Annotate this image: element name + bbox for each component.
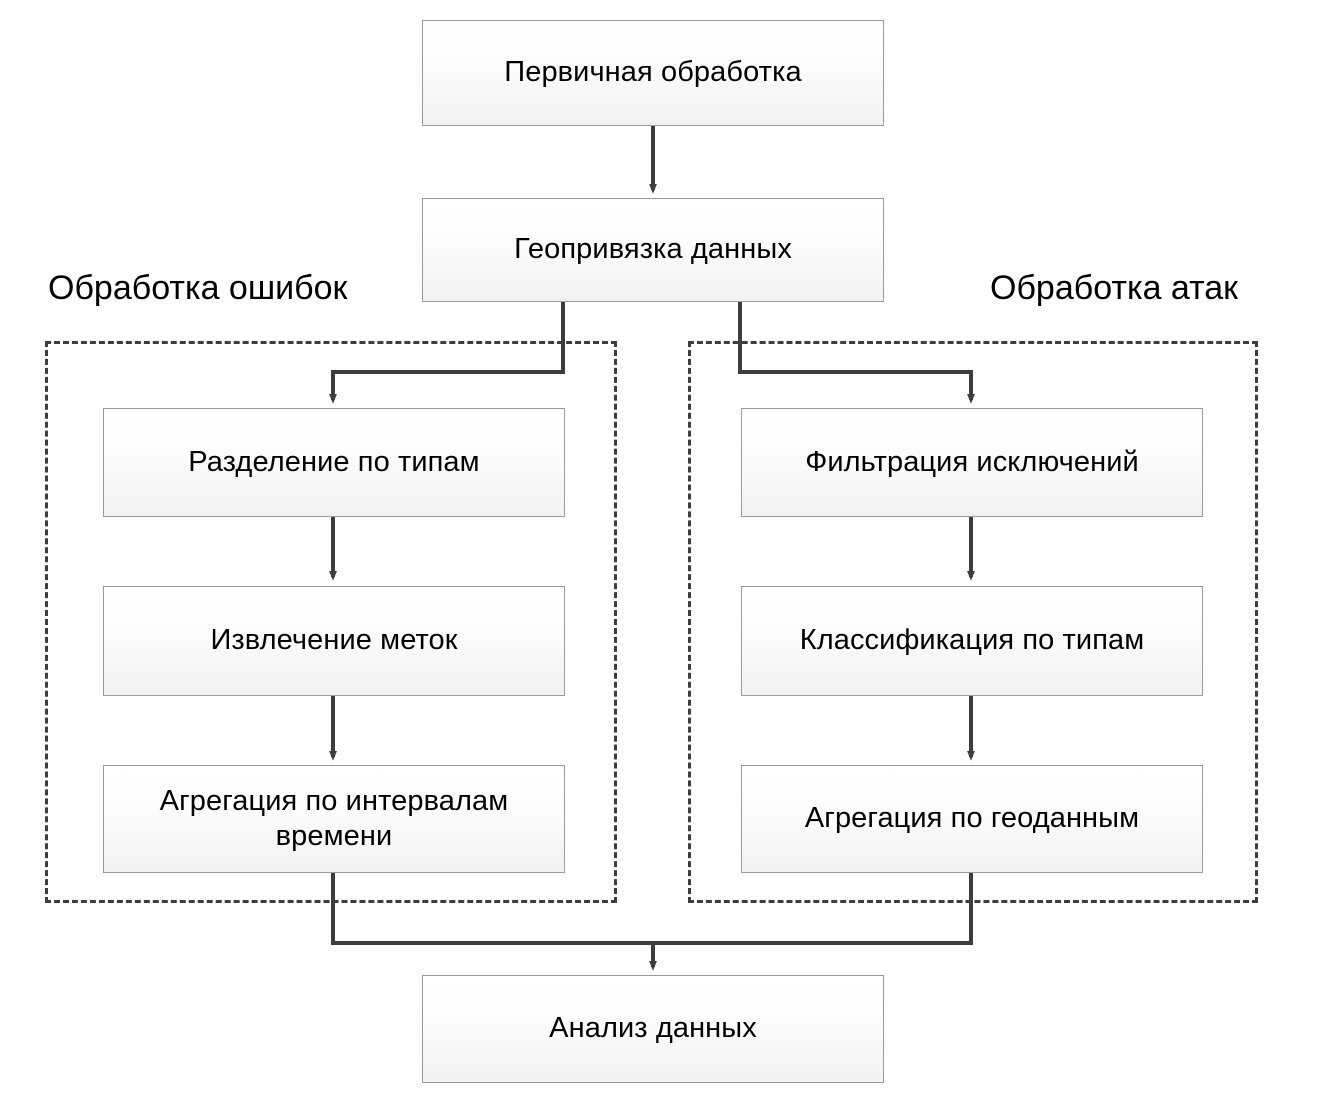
node-label-split-by-types: Разделение по типам xyxy=(188,445,480,478)
node-label-primary-processing: Первичная обработка xyxy=(504,56,802,89)
group-label-attack-processing: Обработка атак xyxy=(990,269,1239,307)
connector-geo-to-filter xyxy=(738,302,975,404)
node-label-aggregate-by-geodata: Агрегация по геоданным xyxy=(804,802,1140,835)
node-classify-by-types[interactable]: Классификация по типам xyxy=(741,586,1203,696)
node-label-extract-labels: Извлечение меток xyxy=(210,624,458,657)
node-label-geo-referencing: Геопривязка данных xyxy=(514,233,792,266)
node-primary-processing[interactable]: Первичная обработка xyxy=(422,20,884,126)
node-geo-referencing[interactable]: Геопривязка данных xyxy=(422,198,884,302)
node-filter-exceptions[interactable]: Фильтрация исключений xyxy=(741,408,1203,517)
node-label-classify-by-types: Классификация по типам xyxy=(799,624,1145,657)
connector-merge-left xyxy=(331,873,653,945)
node-label-filter-exceptions: Фильтрация исключений xyxy=(805,445,1139,478)
connector-geo-to-split xyxy=(329,302,565,404)
connector-merge-right xyxy=(653,873,973,945)
node-extract-labels[interactable]: Извлечение меток xyxy=(103,586,565,696)
group-label-error-processing: Обработка ошибок xyxy=(48,269,348,307)
node-label-data-analysis: Анализ данных xyxy=(549,1012,757,1045)
node-label-aggregate-by-time: Агрегация по интервалам времени xyxy=(159,784,509,852)
node-aggregate-by-time[interactable]: Агрегация по интервалам времени xyxy=(103,765,565,873)
node-aggregate-by-geodata[interactable]: Агрегация по геоданным xyxy=(741,765,1203,873)
node-split-by-types[interactable]: Разделение по типам xyxy=(103,408,565,517)
node-data-analysis[interactable]: Анализ данных xyxy=(422,975,884,1083)
